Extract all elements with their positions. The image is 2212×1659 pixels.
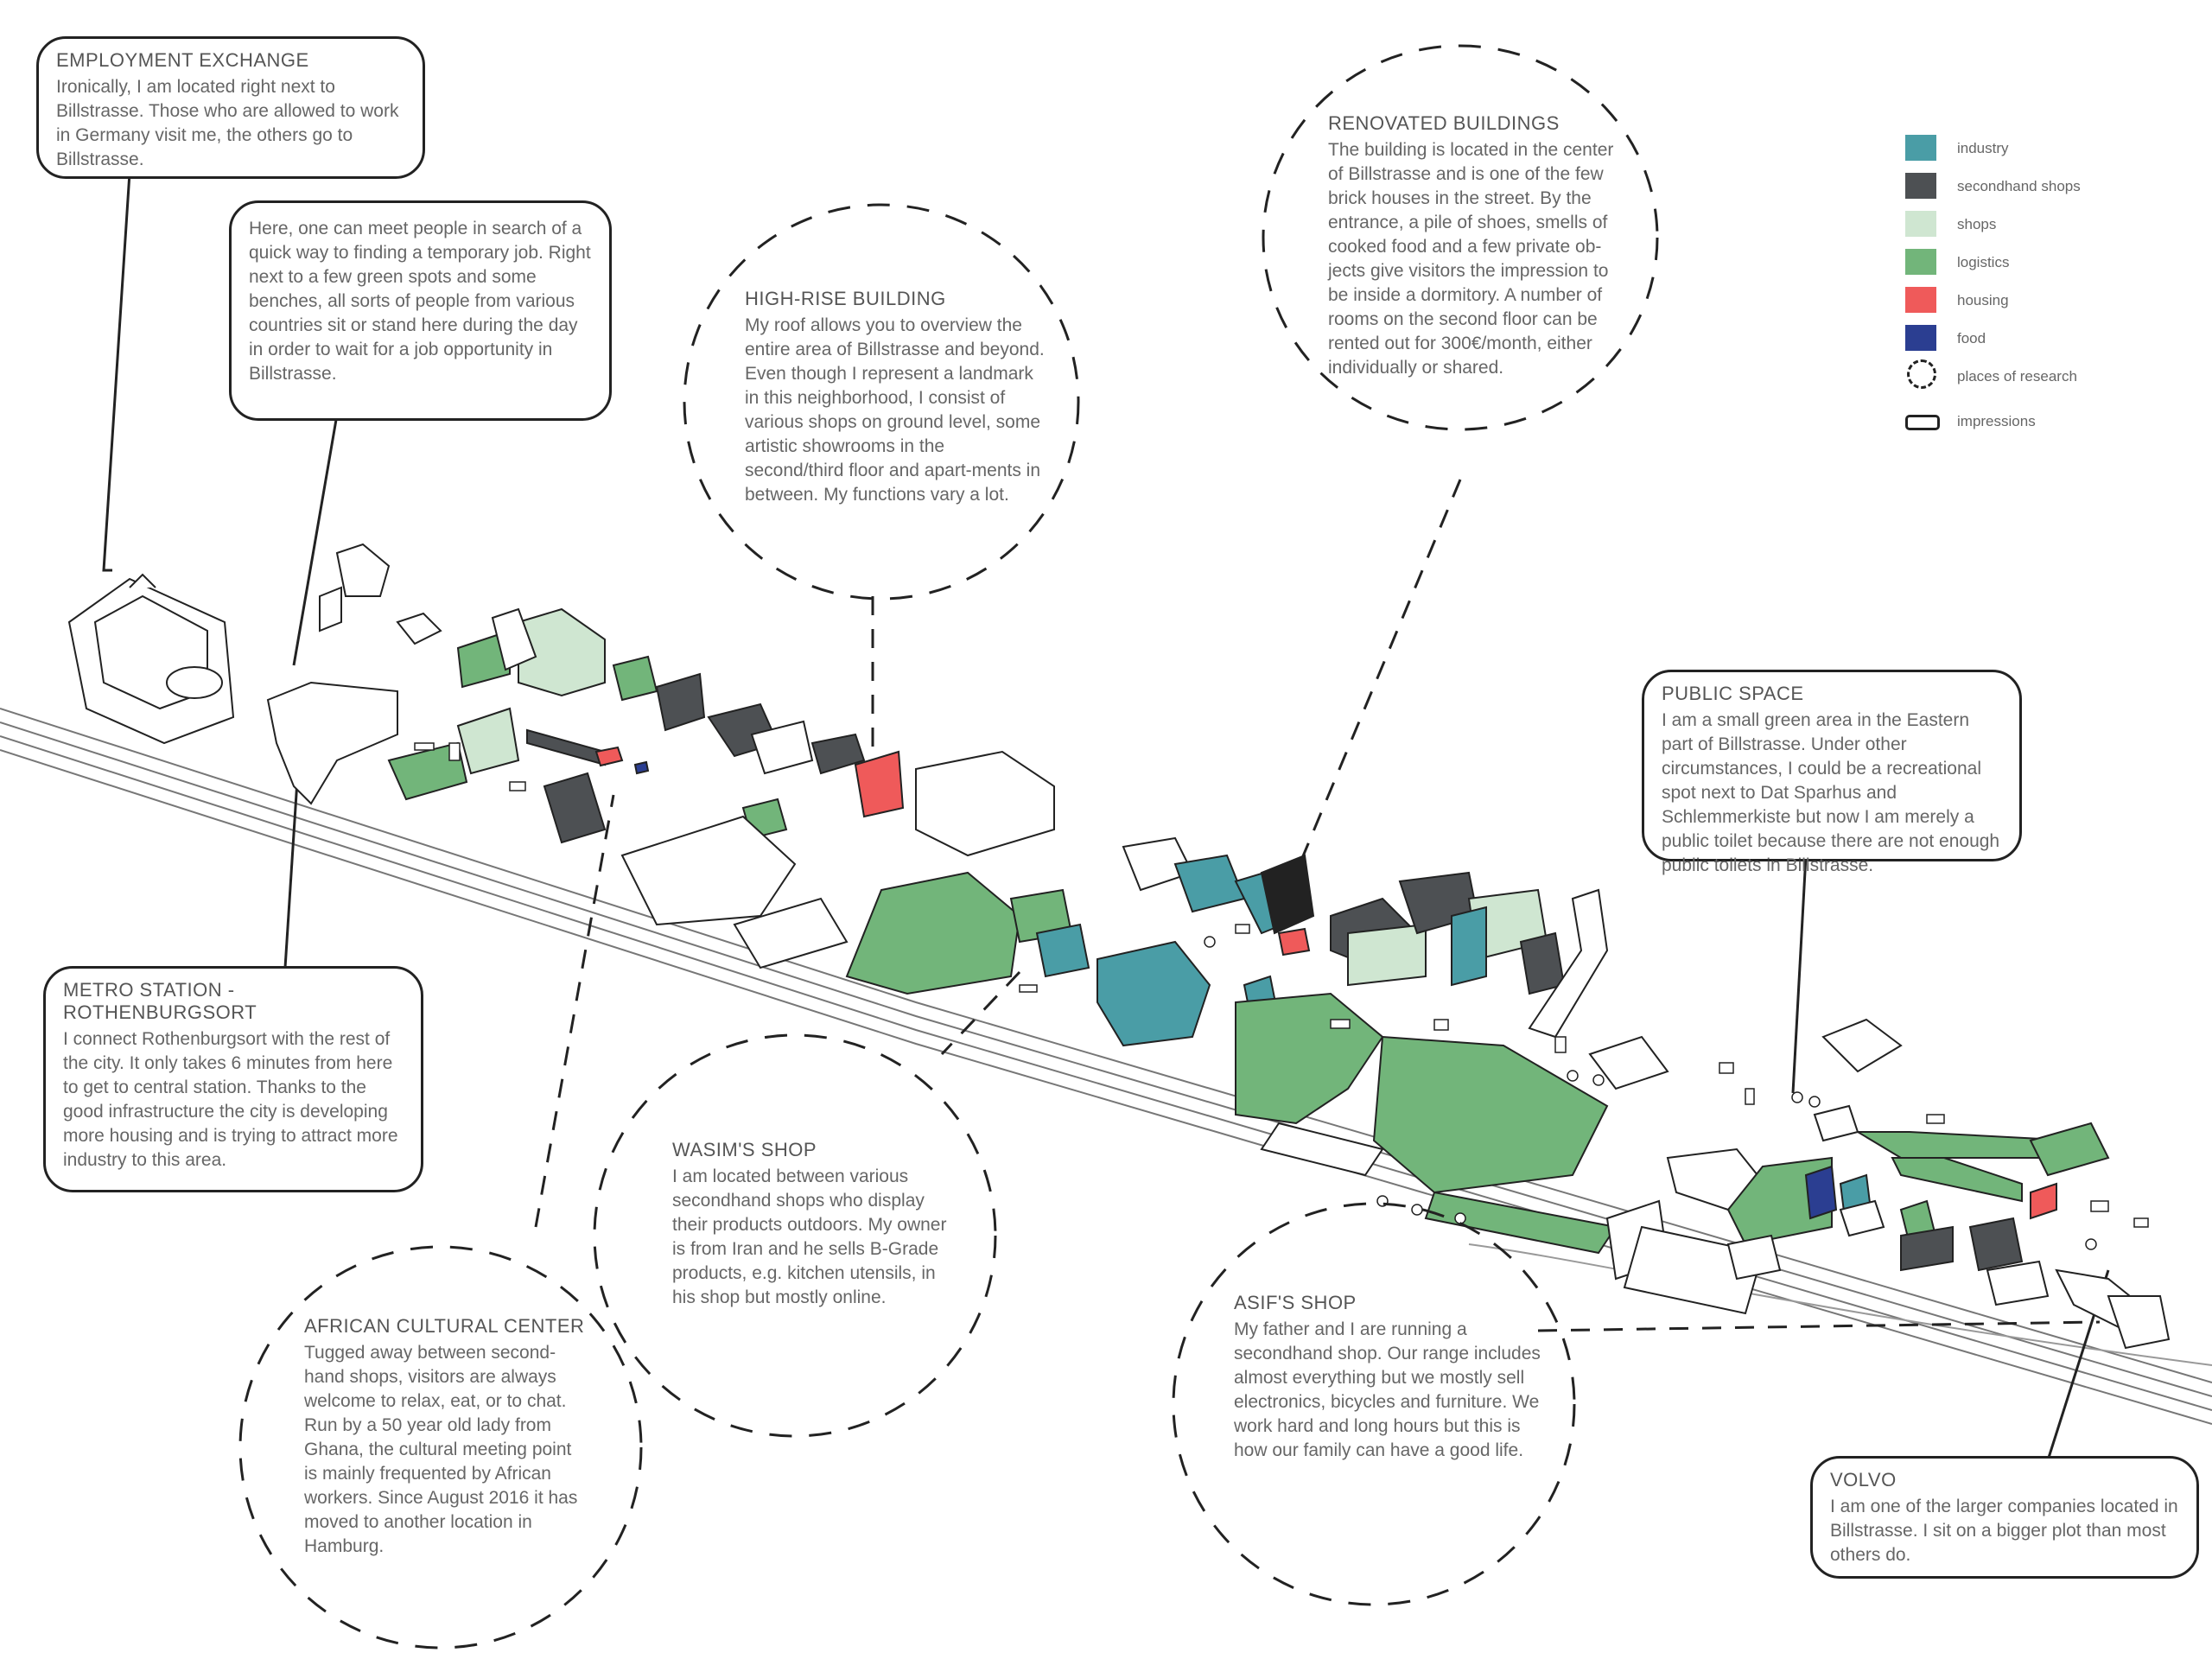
legend-label: impressions xyxy=(1957,413,2036,429)
legend-item-housing: housing xyxy=(1905,282,2199,320)
shops-swatch xyxy=(1905,211,1936,237)
employment-box: EMPLOYMENT EXCHANGE Ironically, I am loc… xyxy=(36,36,425,179)
legend-label: secondhand shops xyxy=(1957,178,2081,194)
housing-swatch xyxy=(1905,287,1936,313)
middle-buildings xyxy=(620,750,1315,1047)
volvo-title: VOLVO xyxy=(1830,1469,1897,1491)
renovated-title: RENOVATED BUILDINGS xyxy=(1328,112,1560,134)
dashed-circle-icon xyxy=(1907,359,1936,389)
job-spot-text: Here, one can meet people in search of a… xyxy=(249,219,591,384)
african-title: AFRICAN CULTURAL CENTER xyxy=(304,1315,585,1337)
east-buildings xyxy=(1726,1018,2171,1350)
asif-circle xyxy=(1172,1202,1576,1606)
wasim-text-block: WASIM'S SHOP I am located between variou… xyxy=(672,1139,957,1310)
highrise-text: My roof allows you to overview the entir… xyxy=(745,315,1045,505)
legend-label: food xyxy=(1957,330,1986,346)
metro-text: I connect Rothenburgsort with the rest o… xyxy=(63,1029,398,1170)
legend-label: logistics xyxy=(1957,254,2010,270)
asif-text: My father and I are running a secondhand… xyxy=(1234,1319,1541,1460)
legend-label: places of research xyxy=(1957,368,2077,385)
african-text-block: AFRICAN CULTURAL CENTER Tugged away betw… xyxy=(304,1315,589,1559)
legend-item-industry: industry xyxy=(1905,130,2199,168)
employment-building xyxy=(67,573,235,745)
legend-label: shops xyxy=(1957,216,1997,232)
central-east-buildings xyxy=(1330,871,1669,1090)
metro-box: METRO STATION - ROTHENBURGSORT I connect… xyxy=(43,966,423,1192)
public-space-title: PUBLIC SPACE xyxy=(1662,683,1804,704)
asif-title: ASIF'S SHOP xyxy=(1234,1292,1357,1313)
renovated-text-block: RENOVATED BUILDINGS The building is loca… xyxy=(1328,112,1630,380)
renovated-text: The building is located in the center of… xyxy=(1328,140,1614,378)
asif-text-block: ASIF'S SHOP My father and I are running … xyxy=(1234,1292,1541,1463)
highrise-title: HIGH-RISE BUILDING xyxy=(745,288,946,309)
legend-item-food: food xyxy=(1905,320,2199,358)
small-structures xyxy=(414,742,2149,1250)
legend-item-logistics: logistics xyxy=(1905,244,2199,282)
legend-item-impressions: impressions xyxy=(1905,403,2199,441)
volvo-box: VOLVO I am one of the larger companies l… xyxy=(1810,1456,2199,1579)
industry-swatch xyxy=(1905,135,1936,161)
highrise-circle xyxy=(683,203,1080,601)
wasim-circle xyxy=(593,1033,997,1438)
food-swatch xyxy=(1905,325,1936,351)
renovated-circle xyxy=(1262,44,1659,431)
african-text: Tugged away between second-hand shops, v… xyxy=(304,1343,578,1556)
secondhand-swatch xyxy=(1905,173,1936,199)
legend-label: housing xyxy=(1957,292,2009,308)
legend-item-shops: shops xyxy=(1905,206,2199,244)
african-circle xyxy=(238,1245,643,1649)
west-buildings xyxy=(387,607,905,844)
wasim-title: WASIM'S SHOP xyxy=(672,1139,817,1160)
highrise-text-block: HIGH-RISE BUILDING My roof allows you to… xyxy=(745,288,1047,507)
logistics-swatch xyxy=(1905,249,1936,275)
wasim-text: I am located between various secondhand … xyxy=(672,1166,947,1307)
metro-title: METRO STATION - ROTHENBURGSORT xyxy=(63,979,257,1023)
legend-label: industry xyxy=(1957,140,2009,156)
legend-item-places: places of research xyxy=(1905,358,2199,403)
volvo-text: I am one of the larger companies located… xyxy=(1830,1497,2178,1565)
employment-text: Ironically, I am located right next to B… xyxy=(56,77,399,169)
public-space-text: I am a small green area in the Eastern p… xyxy=(1662,710,2000,875)
employment-title: EMPLOYMENT EXCHANGE xyxy=(56,49,309,71)
job-spot-box: Here, one can meet people in search of a… xyxy=(229,200,612,421)
legend-item-secondhand: secondhand shops xyxy=(1905,168,2199,206)
rounded-rect-icon xyxy=(1905,415,1940,430)
legend: industry secondhand shops shops logistic… xyxy=(1905,130,2199,441)
research-connectors xyxy=(534,479,2101,1332)
public-space-box: PUBLIC SPACE I am a small green area in … xyxy=(1642,670,2022,875)
job-spot-buildings xyxy=(266,543,442,805)
